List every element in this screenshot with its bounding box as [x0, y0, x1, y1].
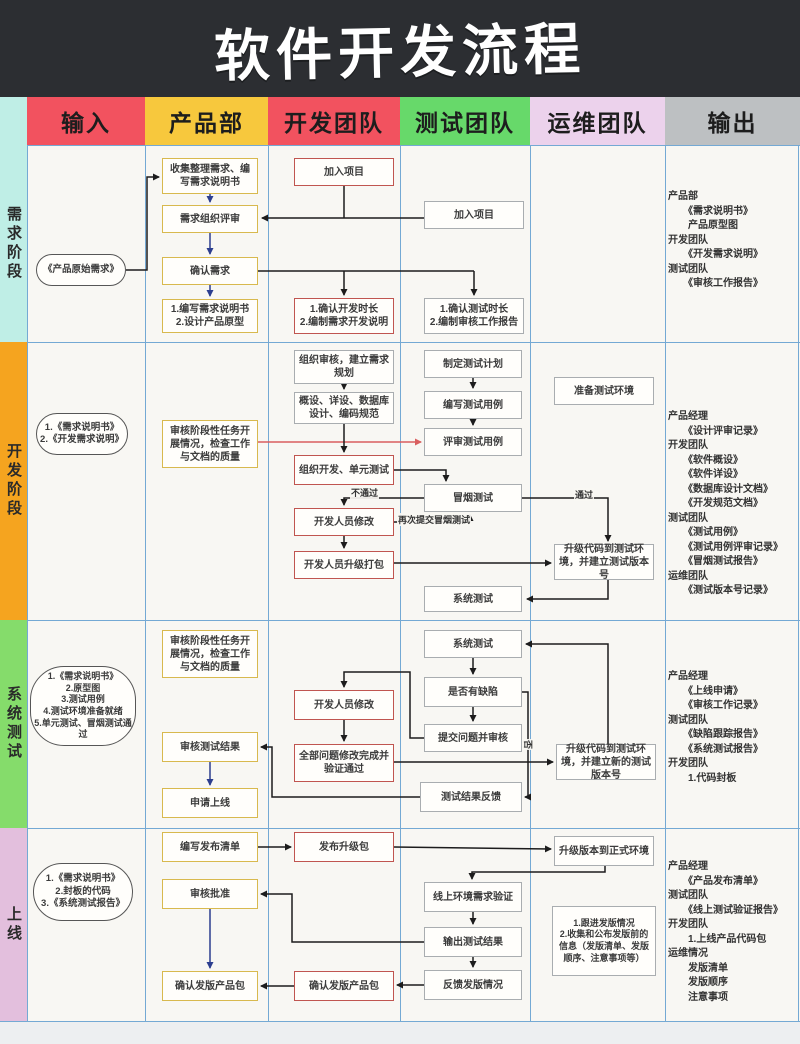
box-upgrade-to-production: 升级版本到正式环境 — [554, 836, 654, 866]
box-system-test-phase3: 系统测试 — [424, 630, 522, 658]
box-output-test-results: 输出测试结果 — [424, 927, 522, 957]
input-phase2-docs: 1.《需求说明书》 2.《开发需求说明》 — [36, 413, 128, 455]
box-apply-launch: 申请上线 — [162, 788, 258, 818]
output-list-phase4: 产品经理 《产品发布清单》 测试团队 《线上测试验证报告》 开发团队 1.上线产… — [668, 861, 783, 1003]
box-all-issues-fixed-verified: 全部问题修改完成并验证通过 — [294, 744, 394, 782]
box-release-upgrade-package: 发布升级包 — [294, 832, 394, 862]
column-header-output: 输出 — [665, 97, 800, 145]
grid-vline — [268, 145, 269, 1021]
grid-hline — [0, 342, 800, 343]
box-review-test-cases: 评审测试用例 — [424, 428, 522, 456]
edge-label-fail: 不通过 — [350, 486, 380, 499]
box-write-test-cases: 编写测试用例 — [424, 391, 522, 419]
column-header-test: 测试团队 — [400, 97, 530, 145]
box-review-test-results: 审核测试结果 — [162, 732, 258, 762]
box-confirm-release-package-dev: 确认发版产品包 — [294, 971, 394, 1001]
title-bar: 软件开发流程 — [0, 0, 800, 97]
box-upgrade-code-test-env: 升级代码到测试环境，并建立测试版本号 — [554, 544, 654, 581]
box-organize-review-plan: 组织审核，建立需求规划 — [294, 350, 394, 384]
box-upgrade-code-new-version: 升级代码到测试环境，并建立新的测试版本号 — [556, 744, 656, 781]
input-phase3-docs: 1.《需求说明书》 2.原型图 3.测试用例 4.测试环境准备就绪 5.单元测试… — [30, 666, 136, 746]
box-dev-join-project: 加入项目 — [294, 158, 394, 186]
input-phase4-docs: 1.《需求说明书》 2.封板的代码 3.《系统测试报告》 — [33, 863, 133, 921]
box-requirements-review: 需求组织评审 — [162, 205, 258, 233]
grid-hline — [0, 145, 800, 146]
box-make-test-plan: 制定测试计划 — [424, 350, 522, 378]
column-header-ops: 运维团队 — [530, 97, 665, 145]
output-list-phase1: 产品部 《需求说明书》 产品原型图 开发团队 《开发需求说明》 测试团队 《审核… — [668, 191, 763, 289]
input-product-raw-requirements: 《产品原始需求》 — [36, 254, 126, 286]
grid-vline — [798, 97, 799, 1021]
box-online-env-verification: 线上环境需求验证 — [424, 882, 522, 912]
phase-label-development: 开发阶段 — [0, 342, 27, 620]
box-dev-fix-phase3: 开发人员修改 — [294, 690, 394, 720]
column-header-product: 产品部 — [145, 97, 268, 145]
grid-vline — [400, 145, 401, 1021]
bottom-strip — [0, 1021, 800, 1044]
box-prepare-test-env: 准备测试环境 — [554, 377, 654, 405]
grid-hline — [0, 620, 800, 621]
phase-label-requirements: 需求阶段 — [0, 145, 27, 342]
box-confirm-requirements: 确认需求 — [162, 257, 258, 285]
box-release-feedback: 反馈发版情况 — [424, 970, 522, 1000]
phase-label-launch: 上线 — [0, 828, 27, 1021]
box-test-confirm-duration: 1.确认测试时长 2.编制审核工作报告 — [424, 298, 524, 334]
grid-hline — [0, 1021, 800, 1022]
column-header-dev: 开发团队 — [268, 97, 400, 145]
box-write-spec-design-prototype: 1.编写需求说明书 2.设计产品原型 — [162, 299, 258, 333]
box-submit-issues-review: 提交问题并审核 — [424, 724, 522, 752]
edge-label-pass: 通过 — [574, 488, 595, 501]
box-dev-confirm-duration: 1.确认开发时长 2.编制需求开发说明 — [294, 298, 394, 334]
column-header-input: 输入 — [27, 97, 145, 145]
box-test-result-feedback: 测试结果反馈 — [420, 782, 522, 812]
header-corner — [0, 97, 27, 145]
grid-vline — [27, 145, 28, 1021]
box-test-join-project: 加入项目 — [424, 201, 524, 229]
edge-label-resubmit-smoke: 再次提交冒烟测试 — [397, 513, 472, 526]
box-confirm-release-package-prod: 确认发版产品包 — [162, 971, 258, 1001]
grid-vline — [665, 145, 666, 1021]
edge-label-no: 否 — [522, 738, 536, 751]
box-collect-write-requirements: 收集整理需求、编写需求说明书 — [162, 158, 258, 194]
box-review-approve: 审核批准 — [162, 879, 258, 909]
box-audit-phase-tasks-dev: 审核阶段性任务开展情况，检查工作与文档的质量 — [162, 420, 258, 468]
grid-hline — [0, 828, 800, 829]
box-develop-unit-test: 组织开发、单元测试 — [294, 455, 394, 485]
box-any-defects: 是否有缺陷 — [424, 677, 522, 707]
box-dev-upgrade-package: 开发人员升级打包 — [294, 551, 394, 579]
grid-vline — [530, 145, 531, 1021]
box-design-db-coding-standards: 概设、详设、数据库设计、编码规范 — [294, 392, 394, 424]
box-system-test-phase2: 系统测试 — [424, 586, 522, 612]
grid-vline — [145, 145, 146, 1021]
page-title: 软件开发流程 — [213, 17, 587, 88]
output-list-phase3: 产品经理 《上线申请》 《审核工作记录》 测试团队 《缺陷跟踪报告》 《系统测试… — [668, 671, 763, 784]
box-track-release-info: 1.跟进发版情况 2.收集和公布发版前的信息（发版清单、发版顺序、注意事项等） — [552, 906, 656, 976]
box-write-release-list: 编写发布清单 — [162, 832, 258, 862]
box-dev-fix-phase2: 开发人员修改 — [294, 508, 394, 536]
output-list-phase2: 产品经理 《设计评审记录》 开发团队 《软件概设》 《软件详设》 《数据库设计文… — [668, 411, 783, 596]
phase-label-system-test: 系统测试 — [0, 620, 27, 828]
box-audit-phase-tasks-test: 审核阶段性任务开展情况，检查工作与文档的质量 — [162, 630, 258, 678]
box-smoke-test: 冒烟测试 — [424, 484, 522, 512]
